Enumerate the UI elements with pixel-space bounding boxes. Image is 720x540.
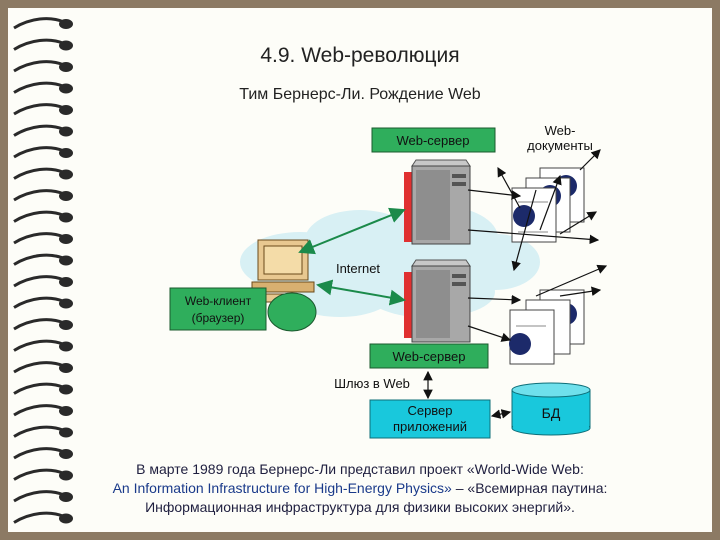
app-server-label-2: приложений: [393, 419, 467, 434]
client-green-disc: [267, 292, 317, 332]
caption-line-3: Информационная инфраструктура для физики…: [145, 499, 575, 515]
server-tower-top: [404, 159, 471, 245]
caption-line-2-rest: – «Всемирная паутина:: [451, 480, 608, 496]
spiral-ring: [13, 253, 73, 266]
spiral-ring: [13, 189, 73, 202]
spiral-ring: [13, 382, 73, 395]
document-arrows: [467, 149, 608, 342]
spiral-ring: [13, 425, 73, 438]
spiral-ring: [13, 275, 73, 288]
web-client-label-2: (браузер): [192, 311, 245, 325]
web-client-label-1: Web-клиент: [185, 294, 252, 308]
web-documents-bottom: [509, 289, 585, 365]
spiral-ring: [13, 232, 73, 245]
spiral-ring: [13, 447, 73, 460]
spiral-ring: [13, 468, 73, 481]
gateway-label: Шлюз в Web: [334, 376, 410, 391]
db-label: БД: [542, 405, 561, 421]
spiral-ring: [13, 490, 73, 503]
spiral-ring: [13, 404, 73, 417]
slide-subtitle: Тим Бернерс-Ли. Рождение Web: [239, 86, 481, 103]
spiral-ring: [13, 81, 73, 94]
spiral-binding: [13, 17, 73, 524]
internet-label: Internet: [336, 261, 380, 276]
spiral-ring: [13, 318, 73, 331]
spiral-ring: [13, 103, 73, 116]
web-server-bottom-box: [369, 343, 489, 369]
spiral-ring: [13, 124, 73, 137]
caption-line-2: An Information Infrastructure for High-E…: [0, 480, 720, 496]
caption-line-2-blue: An Information Infrastructure for High-E…: [112, 480, 452, 496]
spiral-ring: [13, 17, 73, 30]
spiral-ring: [13, 167, 73, 180]
client-server-link-top: [298, 207, 406, 255]
web-client-box: [169, 287, 267, 331]
slide-title: 4.9. Web-революция: [260, 44, 460, 67]
spiral-ring: [13, 38, 73, 51]
spiral-ring: [13, 60, 73, 73]
spiral-ring: [13, 511, 73, 524]
app-server-box: [369, 399, 491, 439]
server-tower-bottom: [404, 259, 471, 343]
spiral-ring: [13, 146, 73, 159]
app-db-arrow: [490, 409, 512, 419]
web-server-top-box: [371, 127, 496, 153]
web-server-bottom-label: Web-сервер: [392, 349, 465, 364]
spiral-ring: [13, 361, 73, 374]
spiral-ring: [13, 210, 73, 223]
web-documents-top: [511, 167, 585, 243]
caption-line-1: В марте 1989 года Бернерс-Ли представил …: [136, 461, 584, 477]
spiral-ring: [13, 296, 73, 309]
web-docs-label-1: Web-: [545, 123, 576, 138]
app-server-label-1: Сервер: [407, 403, 452, 418]
web-docs-label-2: документы: [527, 138, 593, 153]
spiral-ring: [13, 339, 73, 352]
web-server-top-label: Web-сервер: [396, 133, 469, 148]
database-cylinder: [511, 382, 591, 436]
client-server-link-bottom: [316, 279, 406, 306]
